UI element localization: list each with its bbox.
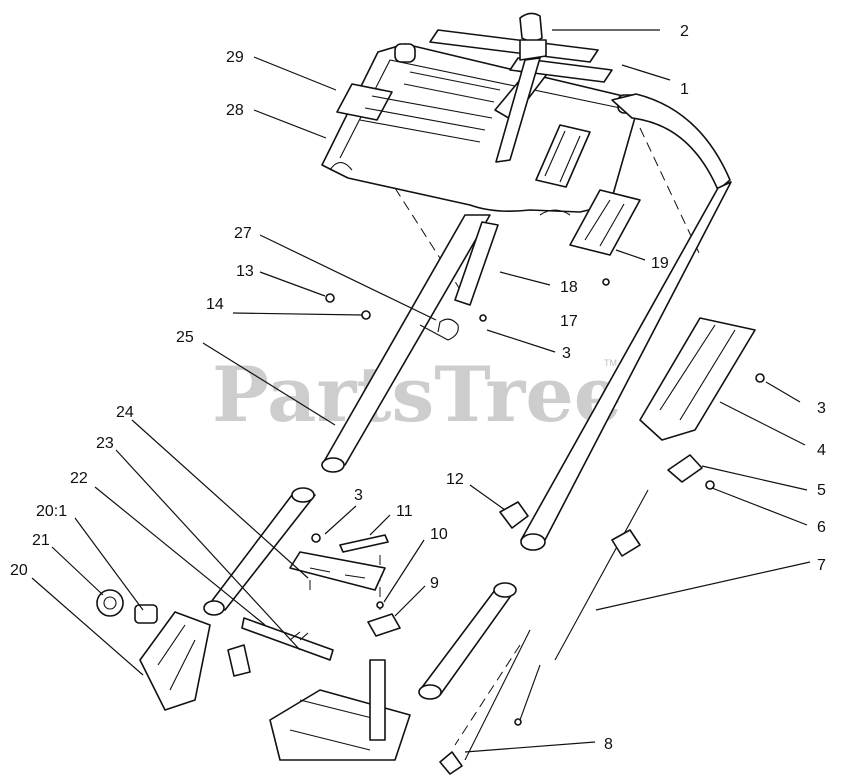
callout-20-1: 20:1 bbox=[36, 503, 67, 520]
watermark-trademark: TM bbox=[604, 358, 617, 368]
callout-2: 2 bbox=[680, 23, 689, 40]
upper-bracket bbox=[289, 533, 401, 637]
callout-14: 14 bbox=[206, 296, 224, 313]
upper-handle bbox=[520, 93, 732, 551]
callout-5: 5 bbox=[817, 482, 826, 499]
leader-lines bbox=[31, 29, 811, 753]
callout-1: 1 bbox=[680, 81, 689, 98]
callout-24: 24 bbox=[116, 404, 134, 421]
speed-housing bbox=[96, 589, 211, 711]
shift-lever bbox=[495, 12, 547, 163]
callout-labels: 2 1 29 28 27 13 14 25 18 17 19 3 3 4 5 6… bbox=[10, 23, 826, 753]
stud-assembly bbox=[241, 617, 334, 661]
callout-22: 22 bbox=[70, 470, 88, 487]
connector-12 bbox=[499, 501, 529, 529]
lower-left-tube bbox=[203, 487, 316, 616]
callout-20: 20 bbox=[10, 562, 28, 579]
callout-11: 11 bbox=[396, 503, 413, 520]
callout-29: 29 bbox=[226, 49, 244, 66]
callout-12: 12 bbox=[446, 471, 464, 488]
callout-25: 25 bbox=[176, 329, 194, 346]
frame-bottom bbox=[227, 644, 411, 761]
callout-3-upper: 3 bbox=[562, 345, 571, 362]
callout-6: 6 bbox=[817, 519, 826, 536]
callout-27: 27 bbox=[234, 225, 252, 242]
left-upper-tube bbox=[321, 214, 491, 473]
callout-10: 10 bbox=[430, 526, 448, 543]
callout-28: 28 bbox=[226, 102, 244, 119]
callout-13: 13 bbox=[236, 263, 254, 280]
cables bbox=[439, 489, 649, 775]
bail-assembly bbox=[639, 317, 765, 490]
callout-23: 23 bbox=[96, 435, 114, 452]
callout-19: 19 bbox=[651, 255, 669, 272]
lower-right-tube bbox=[418, 582, 517, 700]
decal-29 bbox=[336, 83, 393, 121]
callout-3-right: 3 bbox=[817, 400, 826, 417]
callout-3-lower: 3 bbox=[354, 487, 363, 504]
callout-4: 4 bbox=[817, 442, 826, 459]
callout-7: 7 bbox=[817, 557, 826, 574]
callout-17: 17 bbox=[560, 313, 578, 330]
callout-8: 8 bbox=[604, 736, 613, 753]
watermark: PartsTree bbox=[212, 350, 622, 439]
callout-21: 21 bbox=[32, 532, 50, 549]
callout-9: 9 bbox=[430, 575, 439, 592]
guard-18 bbox=[454, 221, 499, 306]
callout-18: 18 bbox=[560, 279, 578, 296]
spring-clip bbox=[325, 278, 610, 341]
